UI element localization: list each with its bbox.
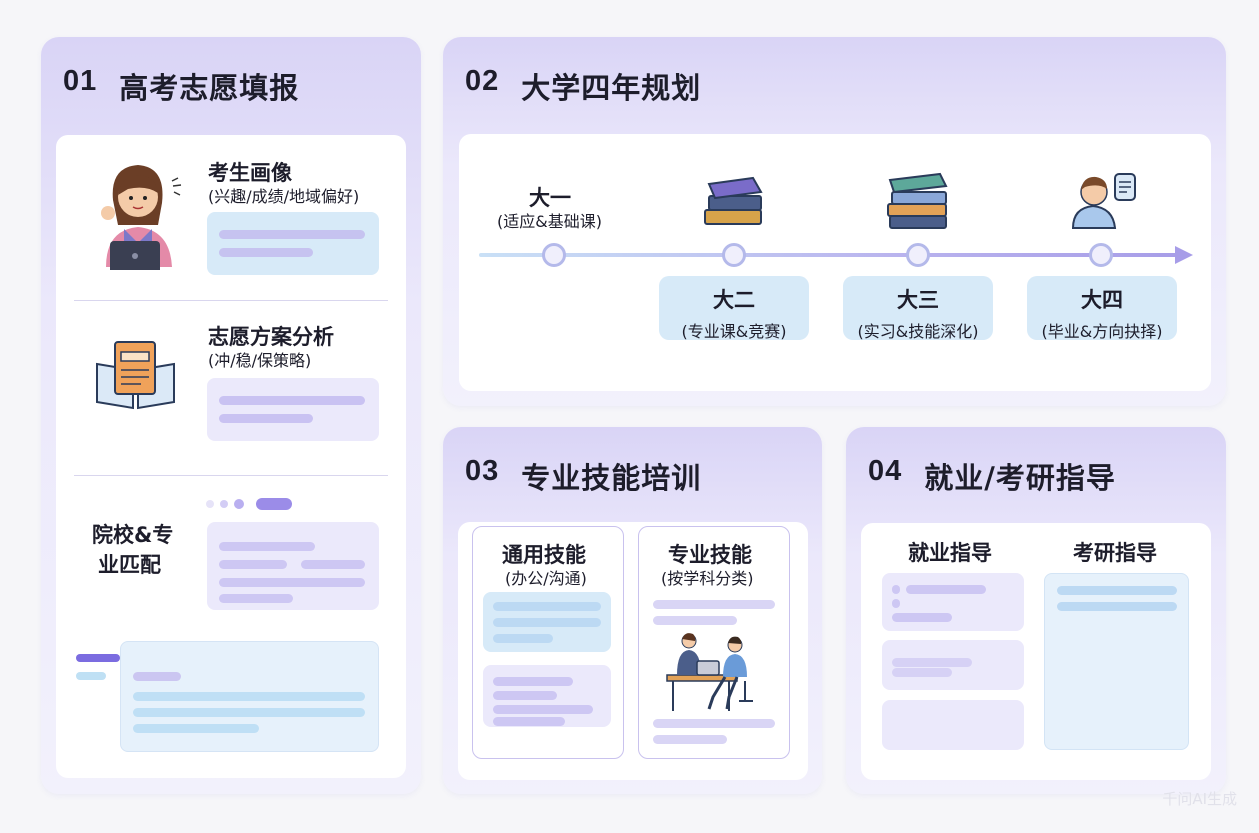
general-skills-card: 通用技能 (办公/沟通) xyxy=(472,526,624,759)
year3-box: 大三 (实习&技能深化) xyxy=(843,276,993,341)
grad-guidance-title: 考研指导 xyxy=(1073,541,1157,565)
panel-gaokao: 01 高考志愿填报 考生画像 (兴趣/成绩/地域偏好) xyxy=(41,37,421,794)
accent-bar xyxy=(76,654,120,662)
match-title-line2: 业匹配 xyxy=(98,553,161,577)
year4-subtitle: (毕业&方向抉择) xyxy=(1041,322,1163,341)
year1-subtitle: (适应&基础课) xyxy=(497,212,602,231)
skills-content: 通用技能 (办公/沟通) 专业技能 (按学科分类) xyxy=(458,522,808,780)
section-number: 03 xyxy=(465,455,500,487)
pro-skills-subtitle: (按学科分类) xyxy=(661,569,754,588)
section-number: 01 xyxy=(63,65,98,97)
section-title: 就业/考研指导 xyxy=(924,461,1116,495)
timeline-node-year4 xyxy=(1089,243,1113,267)
panel-career: 04 就业/考研指导 就业指导 考研指导 xyxy=(846,427,1226,794)
panel-skills: 03 专业技能培训 通用技能 (办公/沟通) 专业技能 (按学科分类) xyxy=(443,427,822,794)
pro-skills-bar xyxy=(653,735,727,744)
accent-bar xyxy=(76,672,106,680)
match-title-line1: 院校&专 xyxy=(92,523,174,547)
arrow-right-icon xyxy=(1175,246,1193,264)
general-skills-title: 通用技能 xyxy=(502,543,586,567)
year2-subtitle: (专业课&竞赛) xyxy=(681,322,787,341)
timeline-node-year3 xyxy=(906,243,930,267)
timeline-content: 大一 (适应&基础课) 大二 (专业课&竞赛) 大三 (实习&技能深化) xyxy=(459,134,1211,391)
general-skills-placeholder xyxy=(483,665,611,727)
year4-title: 大四 xyxy=(1081,288,1123,312)
divider xyxy=(74,475,388,476)
profile-title: 考生画像 xyxy=(208,161,292,185)
job-placeholder-card xyxy=(882,573,1024,631)
profile-subtitle: (兴趣/成绩/地域偏好) xyxy=(208,187,360,206)
job-placeholder-card xyxy=(882,700,1024,750)
teamwork-desk-icon xyxy=(666,633,753,711)
general-skills-subtitle: (办公/沟通) xyxy=(505,569,587,588)
job-placeholder-card xyxy=(882,640,1024,690)
student-laptop-icon xyxy=(101,165,182,270)
watermark: 千问AI生成 xyxy=(1162,790,1237,808)
timeline-line xyxy=(479,253,1179,257)
panel-university-plan: 02 大学四年规划 大一 (适应&基础课) 大二 (专业课&竞赛) xyxy=(443,37,1226,406)
divider xyxy=(74,300,388,301)
pro-skills-bar xyxy=(653,719,775,728)
year3-subtitle: (实习&技能深化) xyxy=(857,322,979,341)
open-book-icon xyxy=(96,341,175,410)
timeline-node-year1 xyxy=(542,243,566,267)
panel-title-university-plan: 02 大学四年规划 xyxy=(465,65,701,107)
year3-title: 大三 xyxy=(897,288,939,312)
pro-skills-card: 专业技能 (按学科分类) xyxy=(638,526,790,759)
year4-box: 大四 (毕业&方向抉择) xyxy=(1027,276,1177,341)
general-skills-placeholder xyxy=(483,592,611,652)
plan-title: 志愿方案分析 xyxy=(208,325,334,349)
career-content: 就业指导 考研指导 xyxy=(861,523,1211,780)
panel-title-gaokao: 01 高考志愿填报 xyxy=(63,65,299,107)
detail-placeholder-card xyxy=(120,641,379,752)
job-guidance-title: 就业指导 xyxy=(908,541,992,565)
pro-skills-bar xyxy=(653,616,737,625)
year2-box: 大二 (专业课&竞赛) xyxy=(659,276,809,341)
progress-dots xyxy=(206,498,292,510)
section-title: 专业技能培训 xyxy=(521,461,702,495)
books-stack-icon xyxy=(704,176,763,225)
section-title: 大学四年规划 xyxy=(521,71,702,105)
plan-subtitle: (冲/稳/保策略) xyxy=(208,351,312,370)
profile-placeholder-card xyxy=(207,212,379,275)
pro-skills-bar xyxy=(653,600,775,609)
panel-title-skills: 03 专业技能培训 xyxy=(465,455,701,497)
match-placeholder-card xyxy=(207,522,379,610)
advisor-chat-icon xyxy=(1071,173,1136,229)
grad-placeholder-card xyxy=(1044,573,1189,750)
gaokao-content: 考生画像 (兴趣/成绩/地域偏好) 志愿方案分析 (冲/稳/保策略) xyxy=(56,135,406,778)
section-title: 高考志愿填报 xyxy=(119,71,300,105)
year2-title: 大二 xyxy=(713,288,755,312)
section-number: 02 xyxy=(465,65,500,97)
year1-title: 大一 xyxy=(529,186,571,210)
tall-books-icon xyxy=(887,172,948,229)
panel-title-career: 04 就业/考研指导 xyxy=(868,455,1116,497)
pro-skills-title: 专业技能 xyxy=(668,543,752,567)
section-number: 04 xyxy=(868,455,903,487)
timeline-node-year2 xyxy=(722,243,746,267)
plan-placeholder-card xyxy=(207,378,379,441)
